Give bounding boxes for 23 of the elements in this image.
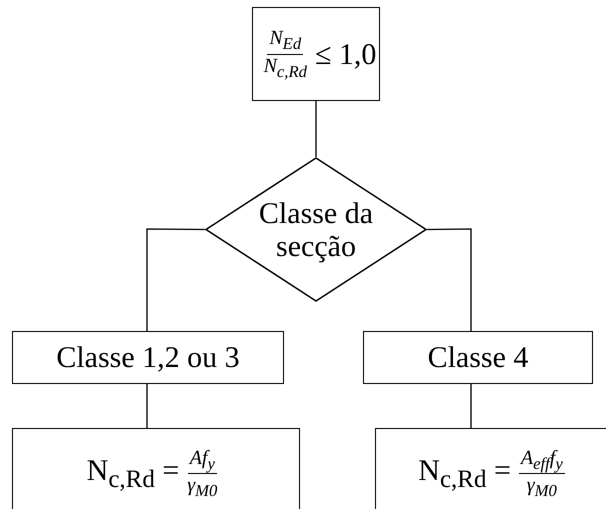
connector-line [146, 384, 148, 428]
process-box [363, 331, 593, 384]
formula-text: N$_{c,Rd}$ = [86, 454, 180, 494]
fraction-numerator: Af$_{y}$ [188, 446, 217, 474]
decision-diamond [205, 157, 427, 302]
connector-line [470, 384, 472, 428]
formula-text: N$_{c,Rd}$ = [418, 454, 511, 494]
fraction-denominator: γ$_{M0}$ [187, 474, 218, 500]
formula-text: ≤ 1,0 [314, 38, 376, 70]
connector-line [427, 228, 472, 331]
process-box [252, 7, 380, 101]
fraction-numerator: N$_{Ed}$ [267, 27, 304, 54]
fraction-denominator: N$_{c,Rd}$ [264, 54, 307, 81]
process-box [12, 428, 300, 509]
fraction-numerator: A$_{eff}$f$_{y}$ [518, 446, 565, 474]
connector-line [315, 101, 317, 157]
connector-line [146, 228, 205, 331]
fraction-denominator: γ$_{M0}$ [526, 474, 557, 500]
node-label: Classe 1,2 ou 3 [56, 341, 240, 374]
process-box [12, 331, 284, 384]
node-label: Classe da secção [258, 196, 374, 262]
node-label: Classe 4 [428, 341, 528, 374]
process-box [375, 428, 606, 509]
